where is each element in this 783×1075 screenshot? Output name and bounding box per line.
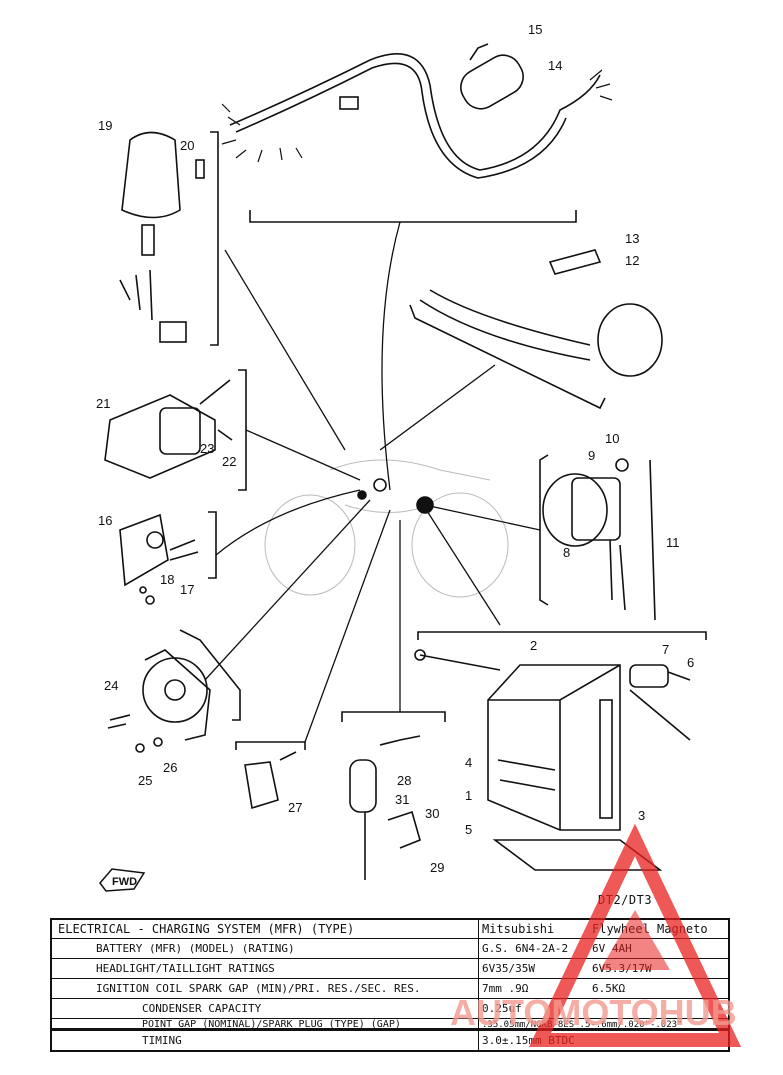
row-label: TIMING <box>52 1031 479 1051</box>
callout-18: 18 <box>160 572 174 587</box>
handlebar-switch <box>419 249 663 377</box>
callout-24: 24 <box>104 678 118 693</box>
fuse-holder <box>629 664 691 688</box>
callout-1: 1 <box>465 788 472 803</box>
row-label: POINT GAP (NOMINAL)/SPARK PLUG (TYPE) (G… <box>52 1019 479 1031</box>
horn-bracket <box>179 629 241 721</box>
row-value-1: Mitsubishi <box>482 922 555 936</box>
row-label: CONDENSER CAPACITY <box>52 999 479 1019</box>
table-row: IGNITION COIL SPARK GAP (MIN)/PRI. RES./… <box>52 978 728 999</box>
regulator-unit <box>104 379 233 479</box>
callout-12: 12 <box>625 253 639 268</box>
row-value-1: 6V35/35W <box>482 962 535 975</box>
ignition-coil <box>460 43 524 110</box>
callout-19: 19 <box>98 118 112 133</box>
callout-9: 9 <box>588 448 595 463</box>
callout-15: 15 <box>528 22 542 37</box>
callout-17: 17 <box>180 582 194 597</box>
callout-31: 31 <box>395 792 409 807</box>
callout-29: 29 <box>430 860 444 875</box>
callout-16: 16 <box>98 513 112 528</box>
table-row: BATTERY (MFR) (MODEL) (RATING) G.S. 6N4-… <box>52 938 728 959</box>
breaker-plate <box>119 513 199 605</box>
electrical-spec-table: ELECTRICAL - CHARGING SYSTEM (MFR) (TYPE… <box>50 918 730 1031</box>
fwd-label: FWD <box>112 876 137 888</box>
callout-27: 27 <box>288 800 302 815</box>
main-wire-harness <box>221 53 613 179</box>
callout-21: 21 <box>96 396 110 411</box>
row-value-1: G.S. 6N4-2A-2 <box>482 942 569 955</box>
table-row: POINT GAP (NOMINAL)/SPARK PLUG (TYPE) (G… <box>52 1018 728 1031</box>
callout-22: 22 <box>222 454 236 469</box>
forward-arrow-icon: FWD <box>99 868 146 892</box>
coil-bracket <box>341 711 446 722</box>
row-value-2: 6.5KΩ <box>592 982 626 995</box>
callout-labels: 15 14 19 20 13 12 21 23 22 10 9 16 8 11 … <box>96 22 694 875</box>
motorcycle-outline <box>264 459 509 598</box>
battery-bracket <box>417 631 707 640</box>
row-label: BATTERY (MFR) (MODEL) (RATING) <box>52 939 479 959</box>
callout-7: 7 <box>662 642 669 657</box>
callout-10: 10 <box>605 431 619 446</box>
row-label: IGNITION COIL SPARK GAP (MIN)/PRI. RES./… <box>52 979 479 999</box>
row-label: ELECTRICAL - CHARGING SYSTEM (MFR) (TYPE… <box>52 920 479 938</box>
battery <box>414 649 691 871</box>
table-row: CONDENSER CAPACITY 0.25uf <box>52 998 728 1019</box>
row-value: 0.25uf <box>482 1002 522 1015</box>
spark-plug-cap <box>244 751 297 810</box>
watermark-text: AUTOMOTOHUB <box>450 992 737 1033</box>
row-label: HEADLIGHT/TAILLIGHT RATINGS <box>52 959 479 979</box>
callout-30: 30 <box>425 806 439 821</box>
callout-2: 2 <box>530 638 537 653</box>
callout-13: 13 <box>625 231 639 246</box>
plugcap-bracket <box>235 741 306 750</box>
regulator-bracket <box>238 369 247 491</box>
row-value: .35.05mm/NGKB-8ES .5-.6mm/.020"-.023" <box>482 1020 683 1030</box>
relay-bracket <box>539 454 549 606</box>
switch-bracket <box>210 131 219 346</box>
callout-23: 23 <box>200 441 214 456</box>
callout-11: 11 <box>666 535 680 550</box>
leader-lines <box>204 221 541 743</box>
callout-5: 5 <box>465 822 472 837</box>
handlebar-bracket <box>409 304 606 410</box>
harness-bracket <box>249 210 577 223</box>
callout-26: 26 <box>163 760 177 775</box>
callout-3: 3 <box>638 808 645 823</box>
horn <box>107 649 211 753</box>
breaker-bracket <box>208 511 217 579</box>
callout-25: 25 <box>138 773 152 788</box>
callout-28: 28 <box>397 773 411 788</box>
callout-4: 4 <box>465 755 472 770</box>
callout-20: 20 <box>180 138 194 153</box>
relay-unit <box>542 458 656 621</box>
automotohub-watermark: AUTOMOTOHUB <box>450 823 742 1047</box>
row-value-1: 7mm .9Ω <box>482 982 529 995</box>
ignition-coil-28 <box>349 735 421 880</box>
center-connectors <box>357 478 434 514</box>
callout-14: 14 <box>548 58 562 73</box>
callout-8: 8 <box>563 545 570 560</box>
main-switch <box>119 131 205 343</box>
callout-6: 6 <box>687 655 694 670</box>
